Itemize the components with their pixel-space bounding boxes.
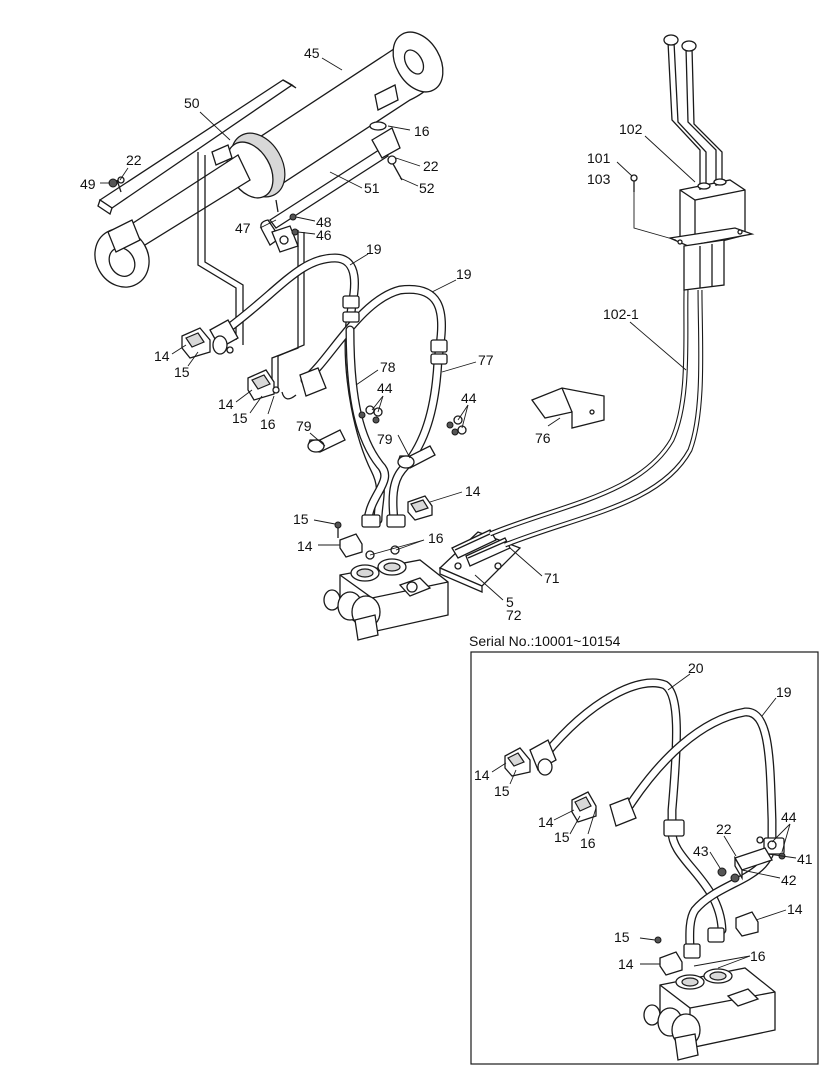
callout-22: 22 — [716, 821, 732, 837]
callout-45: 45 — [304, 45, 320, 61]
callout-16: 16 — [428, 530, 444, 546]
callout-14: 14 — [218, 396, 234, 412]
hydraulic-cylinder — [94, 31, 444, 288]
callout-41: 41 — [797, 851, 813, 867]
cover-plate — [530, 387, 605, 429]
callout-44: 44 — [461, 390, 477, 406]
callout-19: 19 — [776, 684, 792, 700]
callout-14: 14 — [618, 956, 634, 972]
bolt — [108, 176, 125, 193]
washers — [358, 405, 467, 436]
clamp — [181, 327, 234, 359]
callout-14: 14 — [297, 538, 313, 554]
callout-19: 19 — [456, 266, 472, 282]
serial-inset — [470, 651, 819, 1065]
clamp — [407, 495, 433, 521]
callout-47: 47 — [235, 220, 251, 236]
callout-48: 48 — [316, 214, 332, 230]
callout-79: 79 — [296, 418, 312, 434]
callout-76: 76 — [535, 430, 551, 446]
callout-71: 71 — [544, 570, 560, 586]
guard-plate — [97, 79, 297, 216]
callout-43: 43 — [693, 843, 709, 859]
callout-16: 16 — [580, 835, 596, 851]
callout-102: 102 — [619, 121, 643, 137]
callout-102-1: 102-1 — [603, 306, 639, 322]
callout-79: 79 — [377, 431, 393, 447]
callout-20: 20 — [688, 660, 704, 676]
callout-51: 51 — [364, 180, 380, 196]
clamp — [334, 521, 363, 558]
clamp — [247, 369, 280, 401]
callout-15: 15 — [494, 783, 510, 799]
control-valve — [323, 545, 449, 641]
callout-50: 50 — [184, 95, 200, 111]
callout-16: 16 — [260, 416, 276, 432]
callout-5: 5 — [506, 594, 514, 610]
callout-14: 14 — [538, 814, 554, 830]
callout-15: 15 — [293, 511, 309, 527]
callout-14: 14 — [154, 348, 170, 364]
callout-52: 52 — [419, 180, 435, 196]
callout-19: 19 — [366, 241, 382, 257]
callout-46: 46 — [316, 227, 332, 243]
hoses — [209, 253, 448, 528]
callout-14: 14 — [787, 901, 803, 917]
callout-42: 42 — [781, 872, 797, 888]
callout-103: 103 — [587, 171, 611, 187]
callout-16: 16 — [750, 948, 766, 964]
joystick-control-unit — [630, 34, 755, 291]
callout-72: 72 — [506, 607, 522, 623]
callout-78: 78 — [380, 359, 396, 375]
callout-16: 16 — [414, 123, 430, 139]
callout-14: 14 — [474, 767, 490, 783]
control-cables — [489, 289, 704, 548]
callout-22: 22 — [126, 152, 142, 168]
callout-15: 15 — [232, 410, 248, 426]
leader-lines — [100, 57, 797, 969]
callout-49: 49 — [80, 176, 96, 192]
inset-title: Serial No.:10001~10154 — [469, 633, 621, 649]
callout-77: 77 — [478, 352, 494, 368]
callout-22: 22 — [423, 158, 439, 174]
callout-101: 101 — [587, 150, 611, 166]
callout-15: 15 — [174, 364, 190, 380]
callout-labels: 45 50 22 49 16 22 52 51 47 48 46 19 19 1… — [80, 45, 813, 972]
callout-44: 44 — [781, 809, 797, 825]
steel-tube — [260, 121, 403, 253]
callout-14: 14 — [465, 483, 481, 499]
cable-bracket — [438, 529, 522, 593]
callout-44: 44 — [377, 380, 393, 396]
callout-15: 15 — [554, 829, 570, 845]
callout-15: 15 — [614, 929, 630, 945]
